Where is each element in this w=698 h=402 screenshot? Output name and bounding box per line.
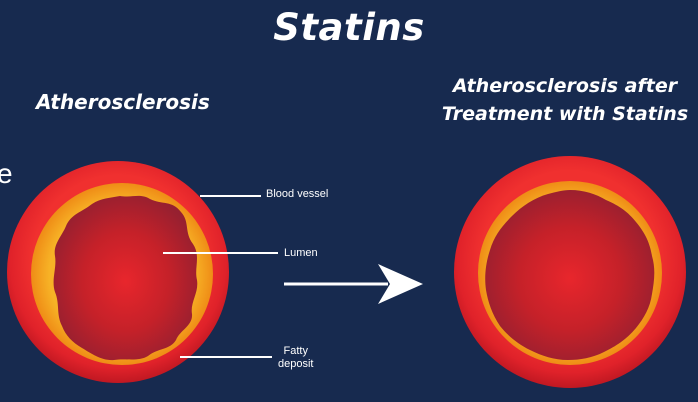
label-lumen: Lumen [284,247,318,260]
treatment-arrow [284,264,423,304]
label-fatty-line2: deposit [278,358,313,371]
label-fatty-line1: Fatty [278,345,313,358]
label-blood-vessel: Blood vessel [266,188,328,201]
right-artery [454,156,686,388]
label-fatty-deposit: Fatty deposit [278,345,313,371]
left-artery [7,161,229,383]
left-lumen [54,196,198,360]
